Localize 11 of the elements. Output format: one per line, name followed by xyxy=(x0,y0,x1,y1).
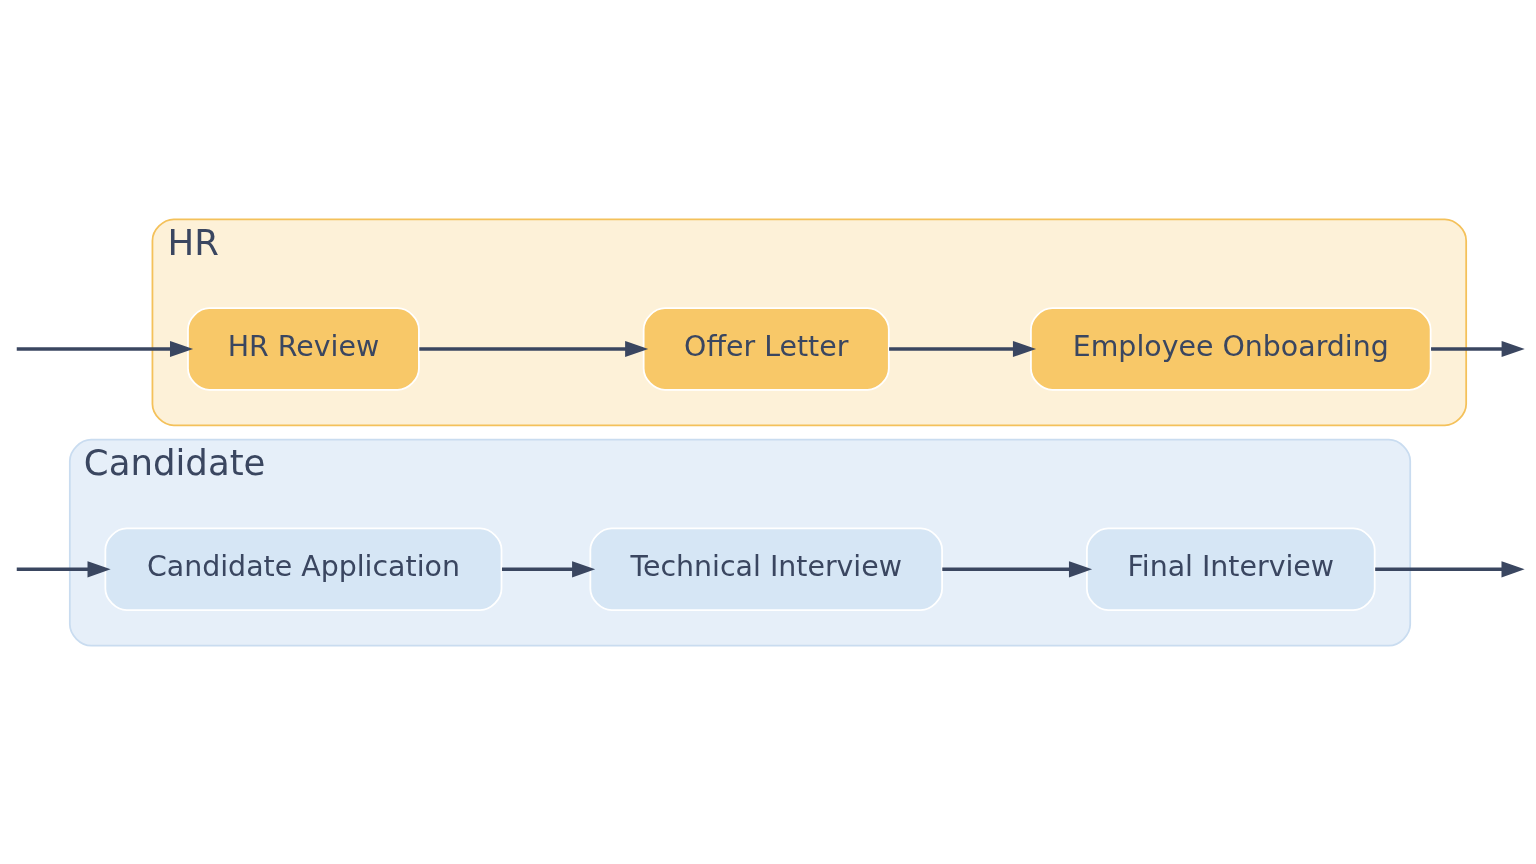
arrow xyxy=(889,340,1037,357)
arrow xyxy=(501,560,596,577)
node-box: Candidate Application xyxy=(104,527,503,611)
arrow xyxy=(419,340,649,357)
arrow xyxy=(16,560,111,577)
node-box: Employee Onboarding xyxy=(1030,306,1432,391)
node-box: Offer Letter xyxy=(642,306,890,391)
node-box: Technical Interview xyxy=(589,527,943,611)
arrow xyxy=(942,560,1093,577)
node-box: HR Review xyxy=(187,306,420,391)
node-box: Final Interview xyxy=(1086,527,1376,611)
